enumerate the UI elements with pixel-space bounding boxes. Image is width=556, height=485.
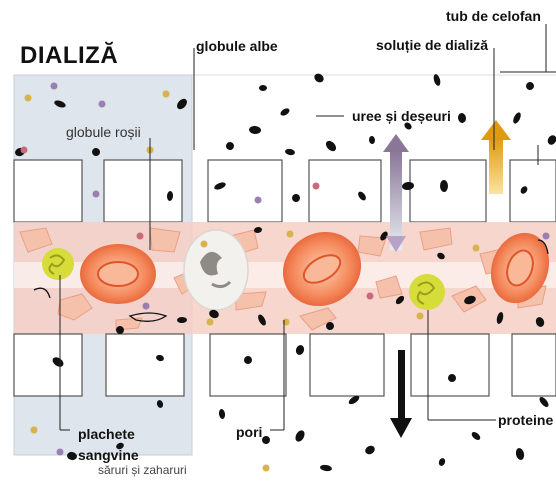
molecule-dot [324, 139, 338, 153]
molecule-dot [225, 141, 236, 152]
white-blood-cell [184, 230, 248, 310]
molecule-dot-colored [57, 449, 64, 456]
molecule-dot [538, 395, 550, 408]
molecule-dot [291, 193, 301, 203]
label-dialysis-solution: soluție de dializă [376, 37, 488, 53]
molecule-dot [313, 72, 326, 84]
molecule-dot [457, 112, 467, 123]
label-salts-sugars: săruri și zaharuri [98, 463, 187, 477]
molecule-dot [512, 111, 523, 124]
label-pores: pori [236, 424, 262, 440]
molecule-dot [525, 81, 535, 91]
molecule-dot [285, 148, 296, 156]
label-white-blood-cells: globule albe [196, 38, 278, 54]
molecule-dot-colored [31, 427, 38, 434]
solution-arrow-down [390, 350, 412, 438]
molecule-dot-colored [287, 231, 294, 238]
molecule-dot-colored [543, 233, 550, 240]
label-cellophane-tube: tub de celofan [446, 8, 541, 24]
molecule-dot [259, 85, 267, 91]
molecule-dot-colored [99, 101, 106, 108]
molecule-dot-colored [207, 319, 214, 326]
molecule-dot-colored [313, 183, 320, 190]
molecule-dot-colored [367, 293, 374, 300]
label-platelets: plachete sangvine [78, 424, 188, 466]
molecule-dot-colored [473, 245, 480, 252]
molecule-dot-colored [51, 83, 58, 90]
molecule-dot-colored [25, 95, 32, 102]
molecule-dot-colored [21, 147, 28, 154]
molecule-dot [369, 136, 376, 145]
molecule-dot [515, 447, 525, 460]
molecule-dot [249, 125, 262, 134]
label-proteins: proteine [498, 412, 553, 428]
molecule-dot-colored [255, 197, 262, 204]
molecule-dot-colored [263, 465, 270, 472]
molecule-dot-colored [417, 313, 424, 320]
molecule-dot-colored [93, 191, 100, 198]
molecule-dot [294, 429, 307, 443]
molecule-dot [279, 107, 291, 117]
molecule-dot [546, 134, 556, 147]
molecule-dot [218, 409, 225, 420]
molecule-dot-colored [163, 91, 170, 98]
molecule-dot-colored [137, 233, 144, 240]
molecule-dot [470, 430, 482, 441]
label-urea-waste: uree și deșeuri [352, 108, 451, 124]
molecule-dot-colored [143, 303, 150, 310]
molecule-dot-colored [201, 241, 208, 248]
diagram-title: DIALIZĂ [20, 42, 118, 70]
molecule-dot [438, 457, 447, 467]
molecule-dot [320, 464, 333, 472]
label-red-blood-cells: globule roșii [66, 124, 141, 140]
molecule-dot [295, 344, 306, 356]
molecule-dot [364, 444, 377, 456]
